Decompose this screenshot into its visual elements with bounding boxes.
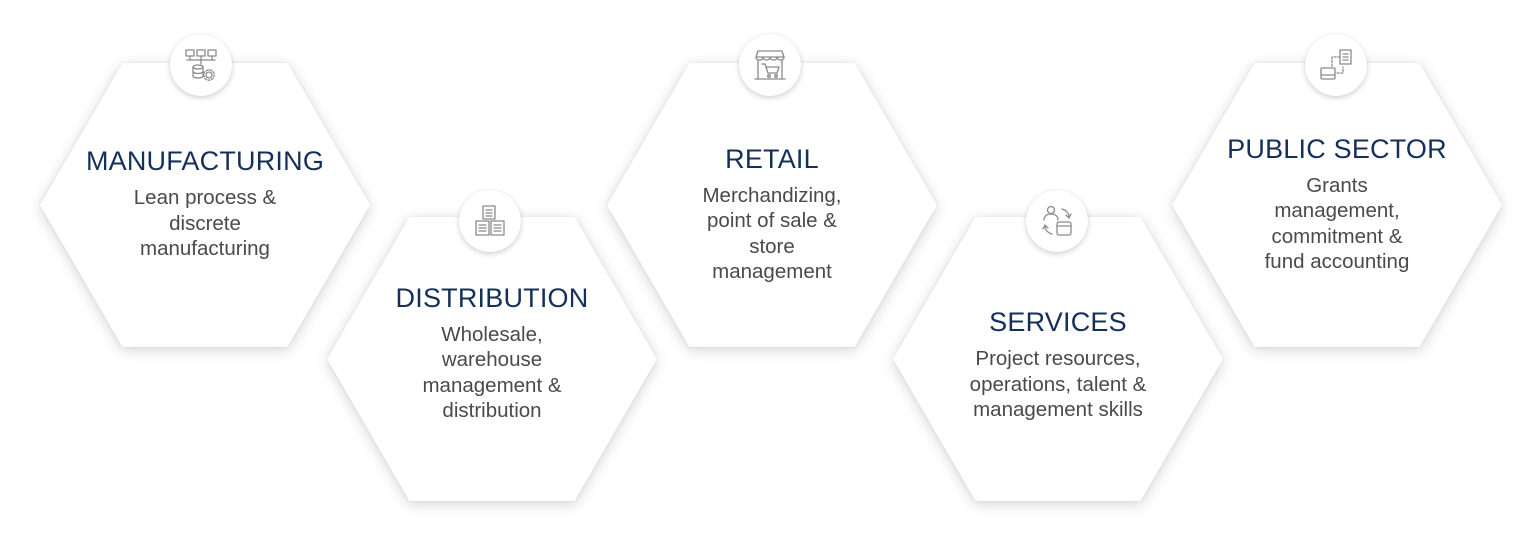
sector-title: MANUFACTURING	[85, 146, 325, 177]
sector-description: Project resources, operations, talent & …	[969, 347, 1147, 422]
hex-retail: RETAIL Merchandizing, point of sale & st…	[607, 63, 937, 347]
sector-title: SERVICES	[989, 307, 1127, 338]
documents-icon	[459, 190, 521, 252]
sector-title: DISTRIBUTION	[395, 282, 589, 313]
hex-public-sector: PUBLIC SECTOR Grants management, commitm…	[1172, 63, 1502, 347]
sector-title: RETAIL	[725, 143, 819, 174]
storefront-cart-icon	[739, 34, 801, 96]
network-database-icon	[170, 34, 232, 96]
sector-title: PUBLIC SECTOR	[1227, 133, 1447, 164]
sector-description: Lean process & discrete manufacturing	[133, 186, 277, 261]
hex-services: SERVICES Project resources, operations, …	[893, 217, 1223, 501]
sector-description: Grants management, commitment & fund acc…	[1264, 173, 1410, 273]
sector-description: Wholesale, warehouse management & distri…	[422, 322, 562, 422]
person-cycle-icon	[1026, 190, 1088, 252]
hex-distribution: DISTRIBUTION Wholesale, warehouse manage…	[327, 217, 657, 501]
document-flow-icon	[1305, 34, 1367, 96]
hex-manufacturing: MANUFACTURING Lean process & discrete ma…	[40, 63, 370, 347]
sector-description: Merchandizing, point of sale & store man…	[702, 183, 842, 283]
